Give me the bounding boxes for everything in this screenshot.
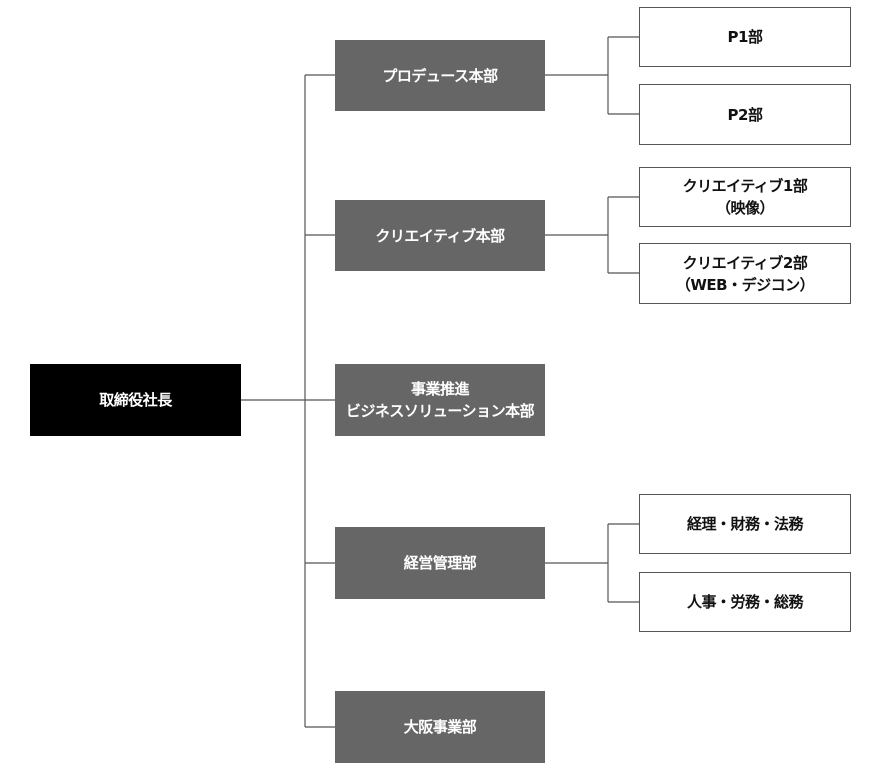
division-box-osaka: 大阪事業部 xyxy=(335,691,545,763)
department-box-hr: 人事・労務・総務 xyxy=(639,572,851,632)
department-box-p2: P2部 xyxy=(639,84,851,145)
department-box-creative-2: クリエイティブ2部 （WEB・デジコン） xyxy=(639,243,851,304)
department-box-p1: P1部 xyxy=(639,7,851,67)
department-box-creative-1: クリエイティブ1部 （映像） xyxy=(639,167,851,227)
root-box-president: 取締役社長 xyxy=(30,364,241,436)
division-box-produce: プロデュース本部 xyxy=(335,40,545,111)
division-box-management: 経営管理部 xyxy=(335,527,545,599)
department-box-accounting: 経理・財務・法務 xyxy=(639,494,851,554)
division-box-creative: クリエイティブ本部 xyxy=(335,200,545,271)
division-box-business-solution: 事業推進 ビジネスソリューション本部 xyxy=(335,364,545,436)
